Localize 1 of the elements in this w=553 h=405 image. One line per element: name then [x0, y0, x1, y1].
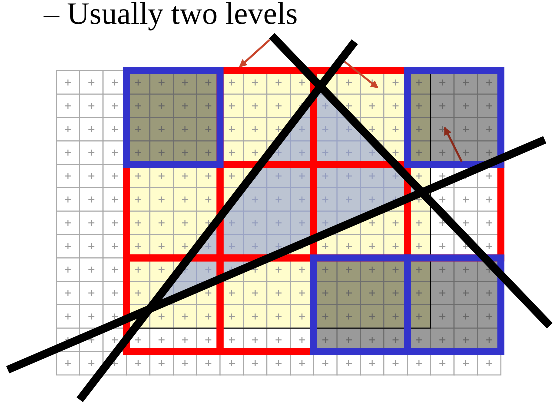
- bullet-text: – Usually two levels: [44, 0, 298, 33]
